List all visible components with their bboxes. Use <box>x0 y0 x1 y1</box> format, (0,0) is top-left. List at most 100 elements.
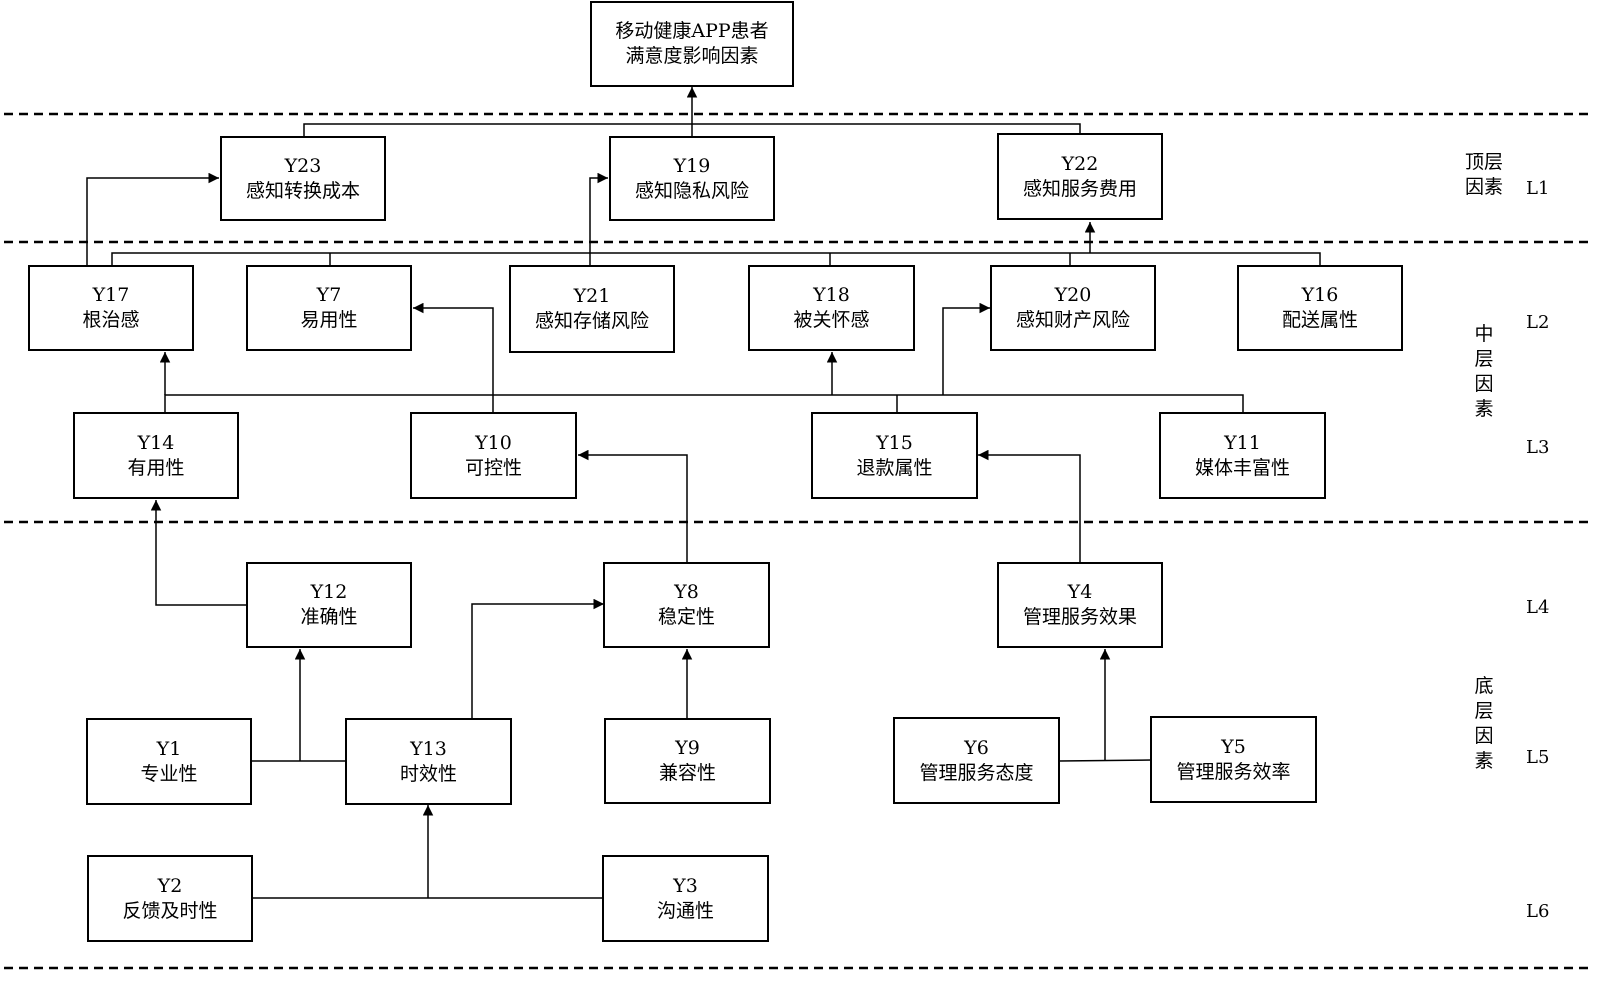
node-label: 管理服务态度 <box>919 761 1034 784</box>
node-y14: Y14 有用性 <box>73 412 239 499</box>
node-id: Y7 <box>316 284 342 306</box>
node-y7: Y7 易用性 <box>246 265 412 351</box>
node-y8: Y8 稳定性 <box>603 562 770 648</box>
node-id: Y4 <box>1067 581 1093 603</box>
node-y6: Y6 管理服务态度 <box>893 717 1060 804</box>
side-label-char: 中 <box>1474 323 1494 345</box>
root-node: 移动健康APP患者 满意度影响因素 <box>590 1 794 87</box>
side-label-char: 层 <box>1474 348 1494 370</box>
root-title-line1: 移动健康APP患者 <box>615 20 769 42</box>
edge-y21-y19 <box>589 172 608 266</box>
edge-y8-y10 <box>578 449 688 563</box>
node-label: 被关怀感 <box>793 309 870 331</box>
node-id: Y11 <box>1224 431 1261 454</box>
level-label-l2: L2 <box>1526 312 1550 333</box>
node-y19: Y19 感知隐私风险 <box>609 136 775 221</box>
node-id: Y10 <box>475 431 512 454</box>
node-y17: Y17 根治感 <box>28 265 194 351</box>
edge-l2-bus <box>111 252 1321 266</box>
node-label: 有用性 <box>127 456 185 479</box>
side-label-char: 因 <box>1474 725 1494 747</box>
edge-y17-y23 <box>86 172 219 266</box>
edge-y10-y7 <box>413 302 494 413</box>
node-label: 管理服务效率 <box>1176 760 1291 783</box>
node-y1: Y1 专业性 <box>86 718 252 805</box>
node-id: Y15 <box>876 431 913 454</box>
node-label: 准确性 <box>300 606 358 628</box>
node-y16: Y16 配送属性 <box>1237 265 1403 351</box>
node-label: 可控性 <box>464 456 522 479</box>
node-label: 时效性 <box>399 762 457 785</box>
node-id: Y9 <box>675 737 700 759</box>
node-label: 感知存储风险 <box>534 310 649 332</box>
node-label: 感知转换成本 <box>245 179 360 202</box>
node-id: Y22 <box>1061 152 1099 175</box>
node-y5: Y5 管理服务效率 <box>1150 716 1317 803</box>
node-label: 配送属性 <box>1281 309 1358 331</box>
node-label: 专业性 <box>140 762 198 785</box>
node-label: 沟通性 <box>656 899 714 922</box>
node-id: Y3 <box>673 874 698 897</box>
edge-l3-bus <box>164 394 1244 413</box>
node-y21: Y21 感知存储风险 <box>509 265 675 353</box>
node-id: Y20 <box>1054 284 1092 306</box>
side-label-char: 因 <box>1474 373 1494 395</box>
side-label-bottom: 底 层 因 素 <box>1469 674 1499 774</box>
node-id: Y12 <box>310 581 348 603</box>
edge-y12-y14 <box>150 500 247 606</box>
side-label-middle: 中 层 因 素 <box>1469 322 1499 422</box>
node-id: Y17 <box>92 284 130 306</box>
side-label-char: 顶层 <box>1464 151 1503 173</box>
edge-y4-y15 <box>978 449 1081 563</box>
node-y22: Y22 感知服务费用 <box>997 133 1163 220</box>
node-id: Y14 <box>137 431 175 454</box>
side-label-char: 素 <box>1474 398 1494 420</box>
node-label: 兼容性 <box>658 762 716 784</box>
node-y13: Y13 时效性 <box>345 718 512 805</box>
edge-y6-y5 <box>1058 759 1153 762</box>
node-y12: Y12 准确性 <box>246 562 412 648</box>
node-y20: Y20 感知财产风险 <box>990 265 1156 351</box>
edge-to-y20 <box>942 302 990 395</box>
node-label: 感知隐私风险 <box>634 179 749 202</box>
node-id: Y19 <box>673 154 711 177</box>
node-y11: Y11 媒体丰富性 <box>1159 412 1326 499</box>
node-label: 媒体丰富性 <box>1194 456 1290 479</box>
level-label-l3: L3 <box>1526 437 1550 458</box>
node-id: Y1 <box>156 737 182 760</box>
node-id: Y8 <box>674 581 699 603</box>
node-id: Y13 <box>410 737 447 760</box>
node-label: 反馈及时性 <box>122 899 218 922</box>
node-id: Y2 <box>157 874 183 897</box>
node-label: 退款属性 <box>856 456 933 479</box>
node-label: 根治感 <box>82 309 140 331</box>
node-id: Y21 <box>573 285 611 307</box>
node-id: Y5 <box>1221 735 1246 758</box>
node-y3: Y3 沟通性 <box>602 855 769 942</box>
node-y2: Y2 反馈及时性 <box>87 855 253 942</box>
node-label: 感知财产风险 <box>1015 309 1130 331</box>
node-label: 稳定性 <box>657 606 715 628</box>
level-label-l4: L4 <box>1526 597 1550 618</box>
node-y18: Y18 被关怀感 <box>748 265 915 351</box>
node-y10: Y10 可控性 <box>410 412 577 499</box>
node-y23: Y23 感知转换成本 <box>220 136 386 221</box>
root-title-line2: 满意度影响因素 <box>625 45 759 67</box>
node-y4: Y4 管理服务效果 <box>997 562 1163 648</box>
side-label-char: 层 <box>1474 700 1494 722</box>
node-y9: Y9 兼容性 <box>604 718 771 804</box>
node-id: Y18 <box>813 284 850 306</box>
level-label-l1: L1 <box>1526 178 1550 199</box>
side-label-char: 底 <box>1474 675 1494 697</box>
node-label: 感知服务费用 <box>1022 177 1137 200</box>
level-label-l6: L6 <box>1526 901 1550 922</box>
node-id: Y23 <box>284 154 322 177</box>
side-label-char: 因素 <box>1464 176 1503 198</box>
node-y15: Y15 退款属性 <box>811 412 978 499</box>
edge-y13-y8 <box>471 598 604 719</box>
node-label: 管理服务效果 <box>1022 606 1137 628</box>
side-label-char: 素 <box>1474 750 1494 772</box>
node-id: Y6 <box>964 736 989 759</box>
node-id: Y16 <box>1301 284 1339 306</box>
